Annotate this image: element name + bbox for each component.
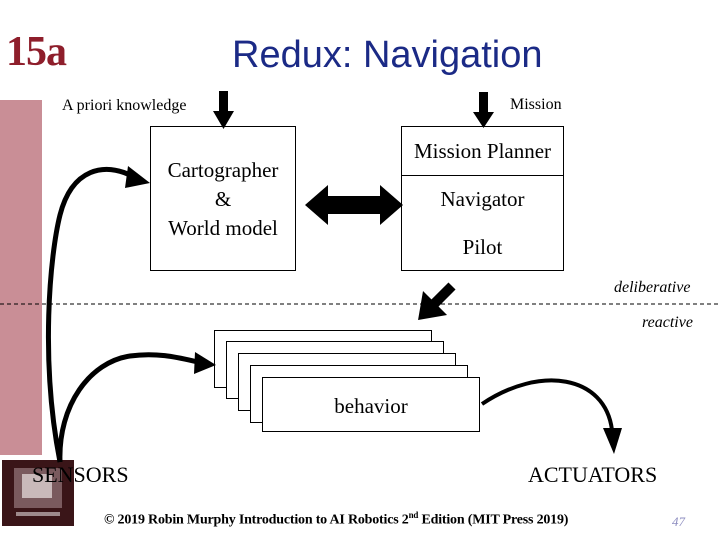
footer-suffix: Edition (MIT Press 2019): [418, 512, 569, 528]
cartographer-label: Cartographer: [167, 158, 279, 182]
page-number: 47: [672, 514, 685, 529]
mission-planner-label: Mission Planner: [413, 139, 552, 163]
pilot-to-behavior-arrow: [418, 282, 456, 320]
behavior-card-front: behavior: [262, 377, 480, 432]
behavior-to-actuators-arrowhead: [603, 428, 622, 454]
footer-superscript: nd: [408, 510, 419, 520]
sensors-label: SENSORS: [32, 462, 129, 487]
sensors-to-behavior-curve: [57, 352, 199, 463]
navigator-label: Navigator: [440, 187, 525, 211]
sensors-to-behavior-arrowhead: [194, 352, 216, 374]
slide-title: Redux: Navigation: [232, 34, 543, 76]
behavior-label: behavior: [334, 394, 408, 418]
deliberative-label: deliberative: [614, 279, 691, 296]
pilot-label: Pilot: [462, 235, 503, 259]
copyright-footer: © 2019 Robin Murphy Introduction to AI R…: [104, 510, 568, 529]
sidebar-strip: [0, 100, 42, 455]
actuators-label: ACTUATORS: [528, 462, 658, 487]
slide-number-label: 15a: [6, 29, 67, 75]
mission-down-arrow: [473, 92, 494, 128]
a-priori-down-arrow: [213, 91, 234, 129]
mission-label: Mission: [510, 96, 562, 113]
cartographer-planner-double-arrow: [305, 185, 403, 225]
sensors-to-cartographer-curve: [45, 166, 134, 463]
behavior-to-actuators-curve: [480, 378, 614, 431]
world-model-label: World model: [168, 216, 278, 240]
sensors-to-cartographer-arrowhead: [125, 166, 150, 188]
planner-box: Mission Planner Navigator Pilot: [401, 126, 564, 271]
ampersand-label: &: [214, 187, 232, 211]
reactive-label: reactive: [642, 314, 693, 331]
cartographer-box: Cartographer & World model: [150, 126, 296, 271]
footer-text: © 2019 Robin Murphy Introduction to AI R…: [104, 512, 409, 528]
planner-divider: [402, 175, 563, 176]
book-cover-image: [2, 460, 74, 526]
a-priori-knowledge-label: A priori knowledge: [62, 97, 187, 114]
